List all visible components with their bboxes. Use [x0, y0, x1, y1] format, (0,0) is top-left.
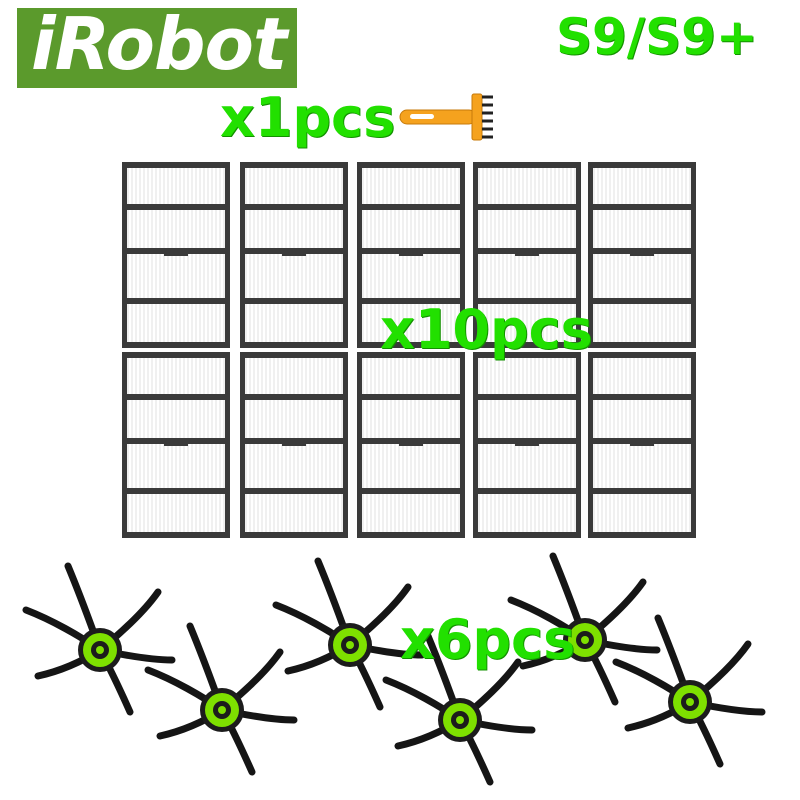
brushes-quantity-label: x6pcs: [400, 608, 576, 671]
filter: [122, 352, 230, 538]
side-brushes: [0, 550, 800, 800]
filter: [473, 352, 581, 538]
side-brush: [26, 566, 172, 712]
filter: [240, 352, 348, 538]
side-brush: [148, 626, 294, 772]
filter: [357, 352, 465, 538]
filters-quantity-label: x10pcs: [380, 298, 593, 361]
cleaning-tool-icon: [399, 93, 493, 141]
filter: [588, 352, 696, 538]
filter: [240, 162, 348, 348]
filter: [588, 162, 696, 348]
side-brush: [616, 618, 762, 764]
logo-text: iRobot: [31, 2, 287, 86]
brand-logo: iRobot: [17, 2, 297, 88]
filter: [122, 162, 230, 348]
tool-quantity-label: x1pcs: [220, 86, 396, 149]
model-label: S9/S9+: [556, 8, 758, 66]
